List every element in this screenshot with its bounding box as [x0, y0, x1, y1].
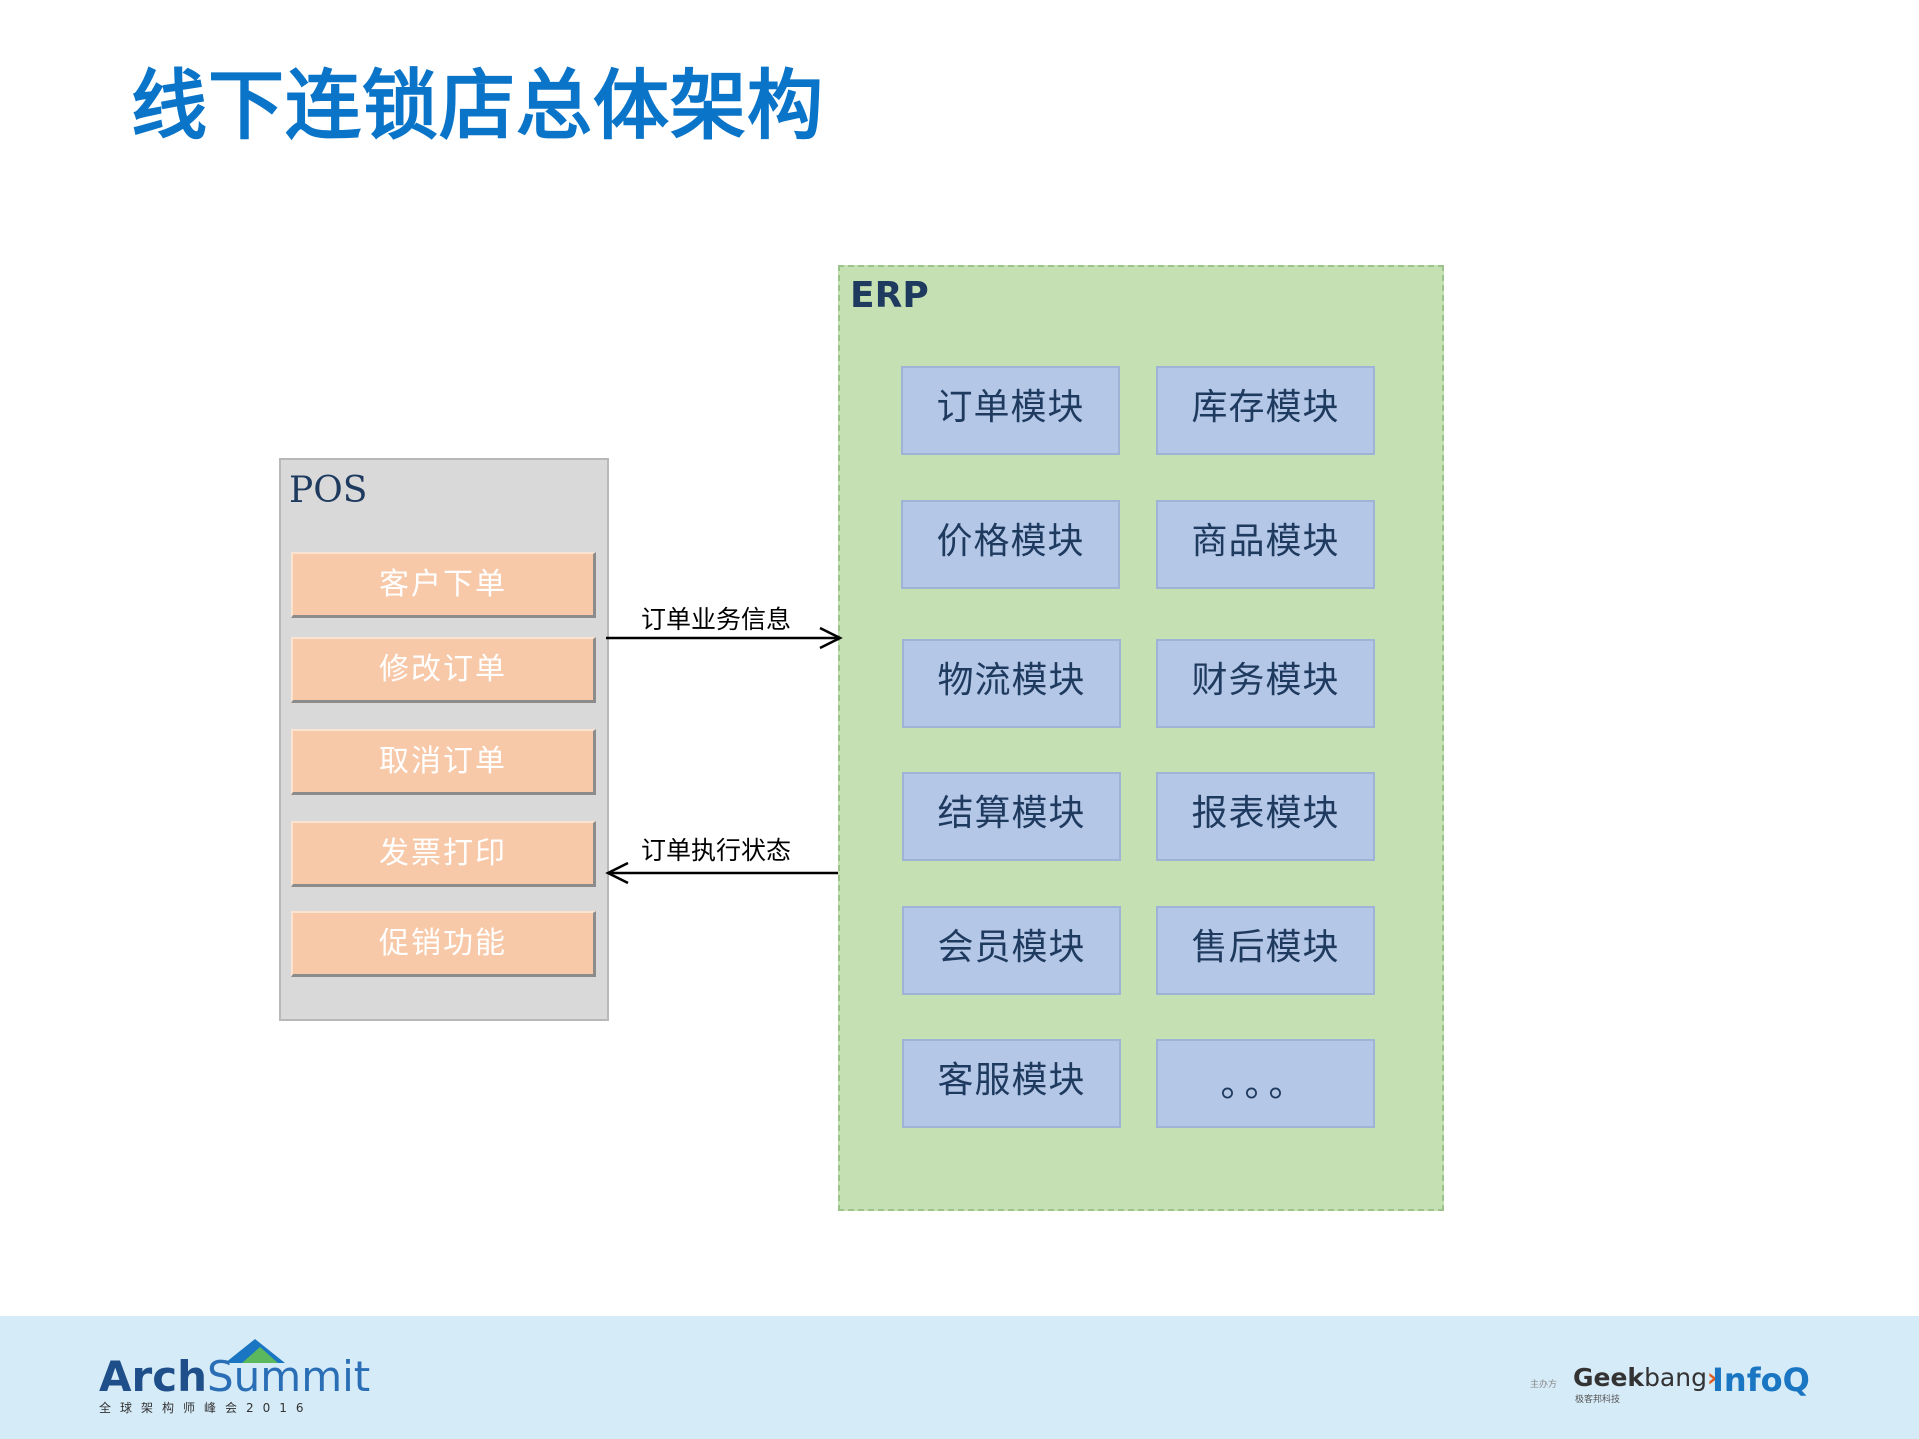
erp-module-product: 商品模块: [1156, 500, 1375, 589]
erp-module-logistics: 物流模块: [902, 639, 1121, 728]
geekbang-chevron-icon: ›: [1706, 1363, 1718, 1392]
archsummit-subtitle: 全球架构师峰会2016: [99, 1401, 313, 1415]
erp-module-inventory: 库存模块: [1156, 366, 1375, 455]
erp-module-finance: 财务模块: [1156, 639, 1375, 728]
pos-item-modify-order: 修改订单: [291, 637, 596, 703]
archsummit-logo-icon: [225, 1339, 285, 1363]
pos-item-promotion: 促销功能: [291, 911, 596, 977]
arrowhead-to-pos: [605, 861, 629, 885]
footer-bar: [0, 1316, 1919, 1439]
pos-item-invoice-print: 发票打印: [291, 821, 596, 887]
erp-module-member: 会员模块: [902, 906, 1121, 995]
erp-module-customer-service: 客服模块: [902, 1039, 1121, 1128]
erp-module-more: 。。。: [1156, 1039, 1375, 1128]
host-label: 主办方: [1530, 1380, 1558, 1390]
archsummit-logo: ArchSummit: [99, 1352, 371, 1401]
pos-item-place-order: 客户下单: [291, 552, 596, 618]
infoq-logo: InfoQ: [1712, 1361, 1810, 1399]
erp-module-order: 订单模块: [901, 366, 1120, 455]
erp-label: ERP: [850, 275, 929, 316]
page-title: 线下连锁店总体架构: [131, 61, 824, 150]
erp-module-after-sales: 售后模块: [1156, 906, 1375, 995]
flow-label-to-pos: 订单执行状态: [641, 836, 792, 865]
pos-label: POS: [289, 470, 368, 511]
erp-module-price: 价格模块: [901, 500, 1120, 589]
pos-item-cancel-order: 取消订单: [291, 729, 596, 795]
flow-label-to-erp: 订单业务信息: [641, 605, 792, 634]
geekbang-logo: Geekbang›: [1573, 1363, 1718, 1392]
erp-module-settlement: 结算模块: [902, 772, 1121, 861]
erp-module-report: 报表模块: [1156, 772, 1375, 861]
geekbang-subtitle: 极客邦科技: [1575, 1395, 1621, 1405]
arrowhead-to-erp: [819, 626, 843, 650]
